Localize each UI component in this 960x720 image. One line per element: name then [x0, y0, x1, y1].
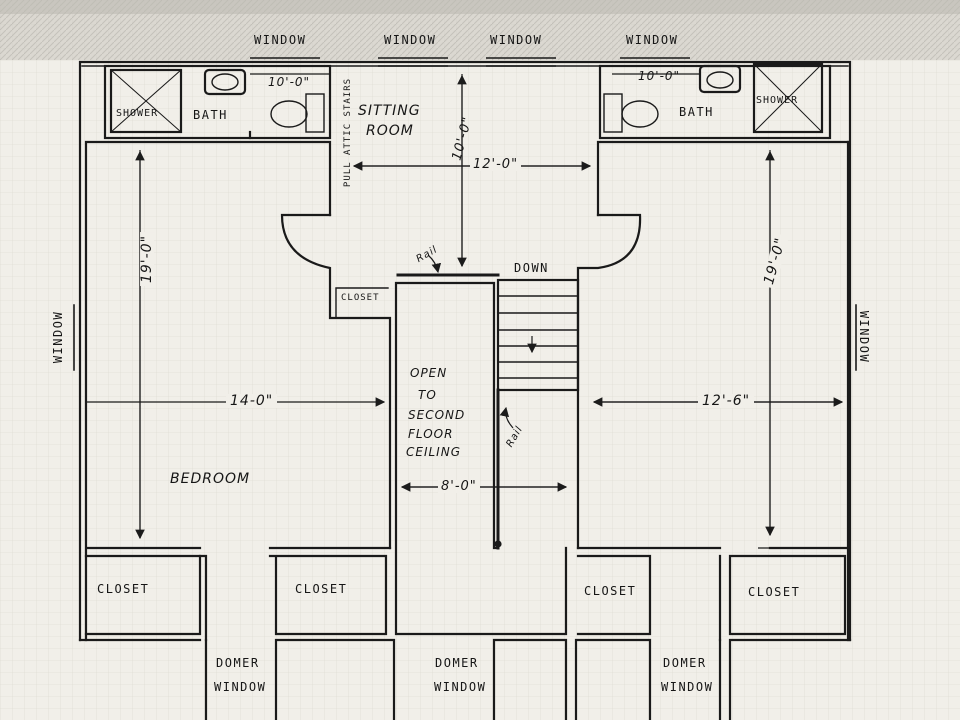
open-label-3: SECOND — [408, 408, 466, 422]
dormer-label-2: DOMER — [435, 656, 479, 670]
closet-label-1: CLOSET — [97, 582, 150, 596]
sitting-width-dimension: 12'-0" — [470, 158, 522, 171]
left-shower-label: SHOWER — [116, 108, 159, 119]
open-label-2: TO — [418, 388, 437, 402]
right-shower-label: SHOWER — [756, 95, 799, 106]
left-window — [73, 304, 81, 371]
bedroom-label: BEDROOM — [170, 471, 251, 487]
stair-flight — [496, 278, 580, 392]
closet-label-4: CLOSET — [748, 585, 801, 599]
dormer-label-3: DOMER — [663, 656, 707, 670]
right-bath-dimension: 10'-0" — [638, 69, 681, 83]
left-bath-block — [103, 64, 332, 140]
open-label-4: FLOOR — [408, 427, 454, 441]
walls — [73, 60, 857, 720]
dormer-window-label-1: WINDOW — [214, 680, 267, 694]
left-bedroom-wall — [84, 140, 392, 642]
top-windows — [250, 57, 690, 67]
left-sink — [203, 68, 247, 96]
open-label-1: OPEN — [410, 366, 448, 380]
closet-label-2: CLOSET — [295, 582, 348, 596]
right-window — [849, 304, 857, 371]
right-bedroom-width-dimension: 12'-6" — [698, 394, 755, 408]
pull-attic-stairs-label: PULL ATTIC STAIRS — [343, 77, 354, 188]
right-shower-stall — [752, 62, 824, 134]
top-window-label-3: WINDOW — [490, 33, 543, 47]
small-closet-label: CLOSET — [341, 293, 380, 303]
sitting-room-label-2: ROOM — [366, 123, 414, 139]
left-shower-stall — [109, 68, 183, 134]
left-window-label: WINDOW — [51, 310, 66, 364]
dormer-row — [78, 638, 852, 720]
right-sink — [698, 64, 742, 94]
left-toilet-bowl — [270, 100, 308, 128]
left-bedroom-length-dimension: 19'-0" — [139, 231, 155, 287]
right-bedroom-wall — [576, 140, 850, 642]
left-bath-dimension: 10'-0" — [268, 75, 311, 89]
open-label-5: CEILING — [406, 445, 461, 459]
right-bath-label: BATH — [679, 105, 714, 119]
right-window-label: WINDOW — [857, 310, 872, 364]
top-window-label-2: WINDOW — [384, 33, 437, 47]
sitting-room-label-1: SITTING — [358, 103, 421, 119]
closet-label-3: CLOSET — [584, 584, 637, 598]
stairs-down-label: DOWN — [514, 261, 549, 275]
dormer-label-1: DOMER — [216, 656, 260, 670]
left-bath-label: BATH — [193, 108, 228, 122]
top-window-label-4: WINDOW — [626, 33, 679, 47]
open-width-dimension: 8'-0" — [438, 480, 480, 493]
right-toilet-bowl — [621, 100, 659, 128]
dormer-window-label-3: WINDOW — [661, 680, 714, 694]
left-toilet-tank — [305, 93, 325, 133]
left-bay — [280, 213, 392, 550]
left-bedroom-width-dimension: 14-0" — [226, 394, 278, 408]
dormer-window-label-2: WINDOW — [434, 680, 487, 694]
top-window-label-1: WINDOW — [254, 33, 307, 47]
right-bay — [576, 213, 642, 550]
